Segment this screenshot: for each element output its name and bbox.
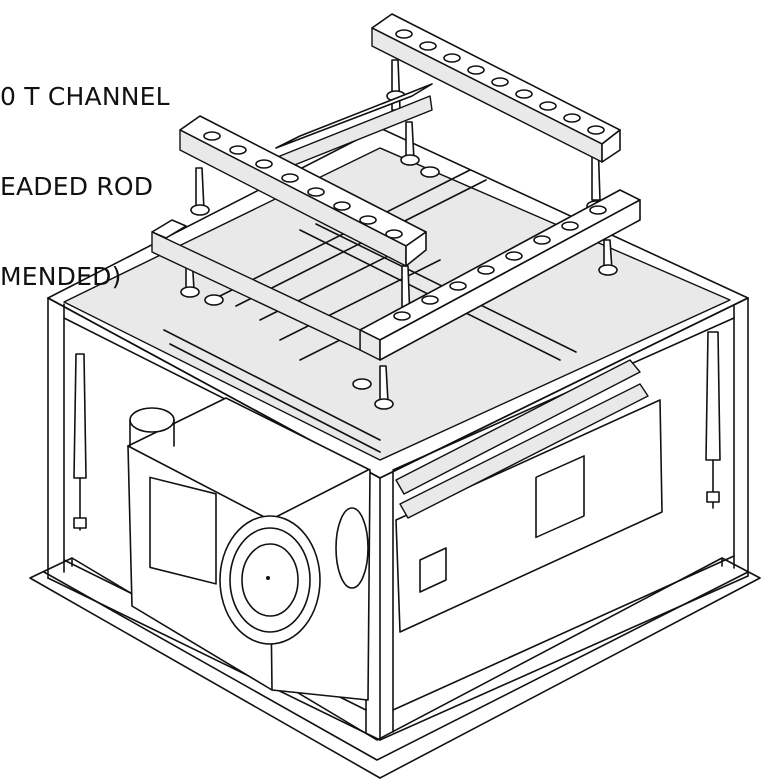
channel-slots — [395, 29, 605, 135]
gas-strut-right — [705, 331, 721, 509]
channel-slots — [393, 205, 607, 321]
ceiling-frame — [47, 127, 749, 741]
channel-front-right — [359, 189, 641, 361]
electronics-panel — [395, 399, 663, 633]
channel-front-left — [179, 115, 427, 267]
gas-strut-left — [73, 353, 87, 531]
channel-slots — [203, 131, 403, 239]
callout-line-1: 0 T CHANNEL — [0, 82, 170, 111]
channel-lower-left — [151, 219, 361, 351]
channel-top-rear — [371, 13, 621, 163]
callout-line-3: MENDED) — [0, 262, 122, 291]
projector-lens — [219, 507, 369, 645]
callout-text: 0 T CHANNEL EADED ROD MENDED) — [0, 22, 170, 322]
callout-line-2: EADED ROD — [0, 172, 154, 201]
unistrut-channel — [151, 13, 641, 361]
